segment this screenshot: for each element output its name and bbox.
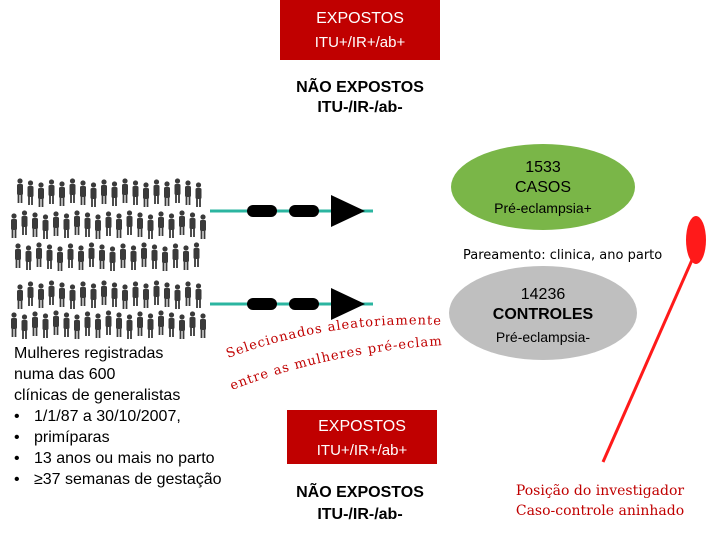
controls-ellipse bbox=[449, 266, 637, 360]
arrow-right-icon bbox=[210, 288, 373, 320]
controls-sub: Pré-eclampsia- bbox=[495, 329, 591, 345]
exposed-title-top: EXPOSTOS bbox=[316, 10, 404, 27]
population-line1: Mulheres registradas bbox=[14, 345, 164, 362]
population-line2: numa das 600 bbox=[14, 366, 116, 383]
unexposed-box-bottom: NÃO EXPOSTOS ITU-/IR-/ab- bbox=[270, 482, 450, 526]
population-description: Mulheres registradas numa das 600 clínic… bbox=[14, 343, 264, 490]
cases-count: 1533 bbox=[525, 159, 561, 176]
unexposed-box-top: NÃO EXPOSTOS ITU-/IR-/ab- bbox=[270, 78, 450, 118]
exposed-box-top: EXPOSTOS ITU+/IR+/ab+ bbox=[280, 0, 440, 60]
population-line3: clínicas de generalistas bbox=[14, 387, 181, 404]
cases-ellipse bbox=[451, 144, 635, 230]
cases-sub: Pré-eclampsia+ bbox=[494, 200, 592, 216]
pareamento-label: Pareamento: clinica, ano parto bbox=[463, 248, 663, 263]
investigator-line2: Caso-controle aninhado bbox=[515, 503, 685, 519]
cases-label: 1533 CASOS Pré-eclampsia+ bbox=[451, 158, 635, 218]
exposed-box-bottom: EXPOSTOS ITU+/IR+/ab+ bbox=[287, 410, 437, 464]
unexposed-title-bottom: NÃO EXPOSTOS bbox=[296, 484, 424, 501]
cases-title: CASOS bbox=[514, 179, 571, 196]
unexposed-sub-top: ITU-/IR-/ab- bbox=[317, 99, 403, 116]
list-item: •1/1/87 a 30/10/2007, bbox=[14, 408, 181, 425]
list-item: •≥37 semanas de gestação bbox=[14, 471, 222, 488]
list-item: •primíparas bbox=[14, 429, 110, 446]
exposed-title-bottom: EXPOSTOS bbox=[318, 418, 406, 435]
investigator-position-label: Posição do investigador Caso-controle an… bbox=[490, 481, 710, 521]
unexposed-title-top: NÃO EXPOSTOS bbox=[296, 79, 424, 96]
controls-label: 14236 CONTROLES Pré-eclampsia- bbox=[449, 285, 637, 347]
people-crowd-icon bbox=[11, 178, 206, 339]
arrow-right-icon bbox=[210, 195, 373, 227]
controls-count: 14236 bbox=[520, 286, 566, 303]
controls-title: CONTROLES bbox=[492, 306, 594, 323]
exposed-sub-bottom: ITU+/IR+/ab+ bbox=[316, 442, 408, 459]
exposed-sub-top: ITU+/IR+/ab+ bbox=[314, 34, 406, 51]
arc-text-line2: entre as mulheres pré-eclampsia- bbox=[0, 0, 443, 394]
unexposed-sub-bottom: ITU-/IR-/ab- bbox=[317, 506, 403, 523]
list-item: •13 anos ou mais no parto bbox=[14, 450, 215, 467]
investigator-marker-icon bbox=[601, 216, 706, 463]
investigator-line1: Posição do investigador bbox=[515, 483, 685, 499]
